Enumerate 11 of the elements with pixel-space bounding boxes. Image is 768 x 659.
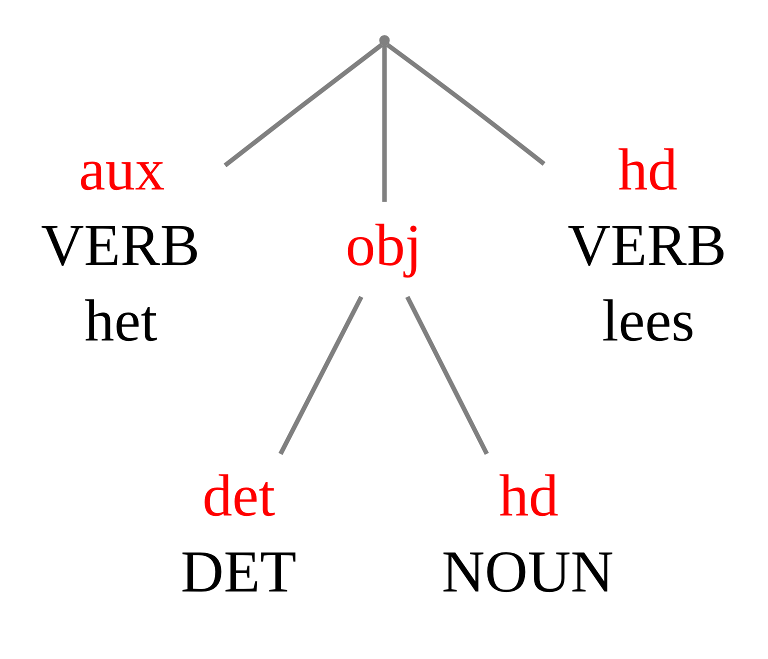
node-text: aux VERB het	[40, 136, 200, 354]
connector	[385, 42, 545, 166]
connector	[278, 295, 363, 454]
node-text: hd NOUN	[441, 462, 614, 604]
node-point	[378, 34, 390, 46]
node-text: det DET	[180, 462, 296, 604]
connector	[404, 295, 488, 454]
connector	[223, 42, 383, 167]
node-text: hd VERB lees	[567, 136, 726, 354]
node-text: obj	[345, 211, 422, 278]
connector	[382, 44, 386, 202]
